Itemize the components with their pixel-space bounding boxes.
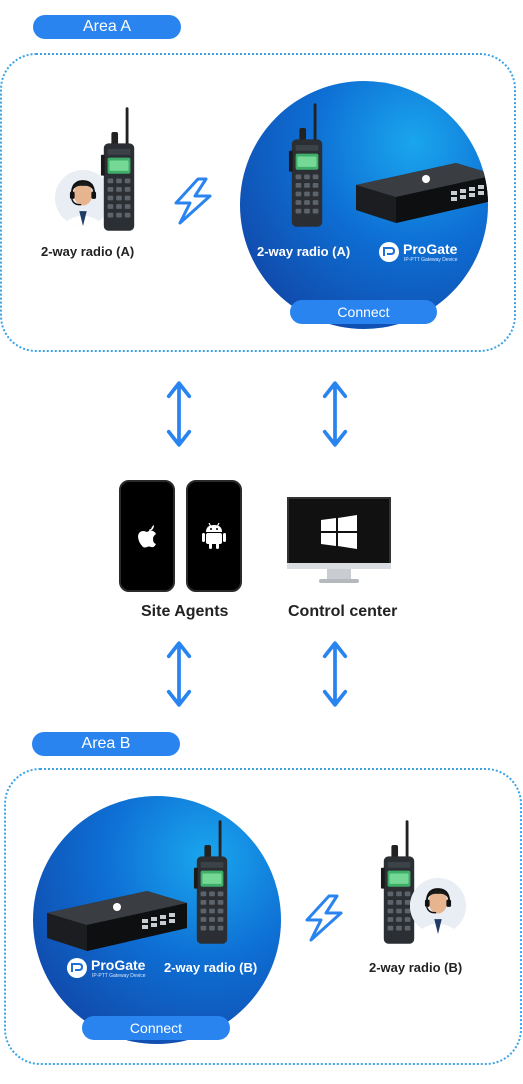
progate-brand-name: ProGate	[91, 957, 146, 973]
gateway-circle-b: ProGate IP-PTT Gateway Device 2-way radi…	[33, 796, 281, 1044]
android-phone	[186, 480, 242, 592]
gateway-device-icon	[356, 154, 488, 226]
wireless-bolt-icon	[299, 893, 349, 943]
apple-icon	[138, 525, 156, 548]
monitor	[287, 497, 391, 587]
connect-button-a[interactable]: Connect	[290, 300, 437, 324]
connect-button-b[interactable]: Connect	[82, 1016, 230, 1040]
radio-icon	[193, 818, 231, 946]
left-radio-label-a: 2-way radio (A)	[41, 244, 135, 259]
area-b-title: Area B	[32, 732, 180, 756]
link-arrow-right-bottom	[321, 640, 349, 708]
radio-icon	[380, 818, 418, 946]
area-a-box	[0, 53, 516, 352]
right-radio-label-b: 2-way radio (B)	[369, 960, 463, 975]
progate-logo-icon	[67, 958, 87, 978]
gateway-circle-a: 2-way radio (A) ProGate IP-PTT Gateway D…	[240, 81, 488, 329]
radio-icon	[288, 101, 326, 229]
windows-icon	[321, 515, 357, 549]
link-arrow-left-top	[165, 380, 193, 448]
radio-icon	[100, 105, 138, 233]
link-arrow-left-bottom	[165, 640, 193, 708]
android-icon	[202, 522, 226, 549]
wireless-bolt-icon	[168, 176, 218, 226]
area-b-box	[4, 768, 522, 1065]
gateway-device-icon	[47, 882, 187, 954]
site-agents-label: Site Agents	[141, 603, 229, 620]
operator-icon	[410, 878, 466, 934]
circle-radio-label-a: 2-way radio (A)	[257, 244, 351, 259]
area-a-title: Area A	[33, 15, 181, 39]
progate-logo-icon	[379, 242, 399, 262]
circle-radio-label-b: 2-way radio (B)	[164, 960, 258, 975]
link-arrow-right-top	[321, 380, 349, 448]
operator-avatar-b	[410, 878, 466, 934]
control-center-label: Control center	[288, 603, 398, 620]
operator-avatar-a	[55, 170, 111, 226]
progate-brand-name: ProGate	[403, 241, 458, 257]
ios-phone	[119, 480, 175, 592]
progate-tagline: IP-PTT Gateway Device	[92, 973, 146, 979]
progate-tagline: IP-PTT Gateway Device	[404, 257, 458, 263]
